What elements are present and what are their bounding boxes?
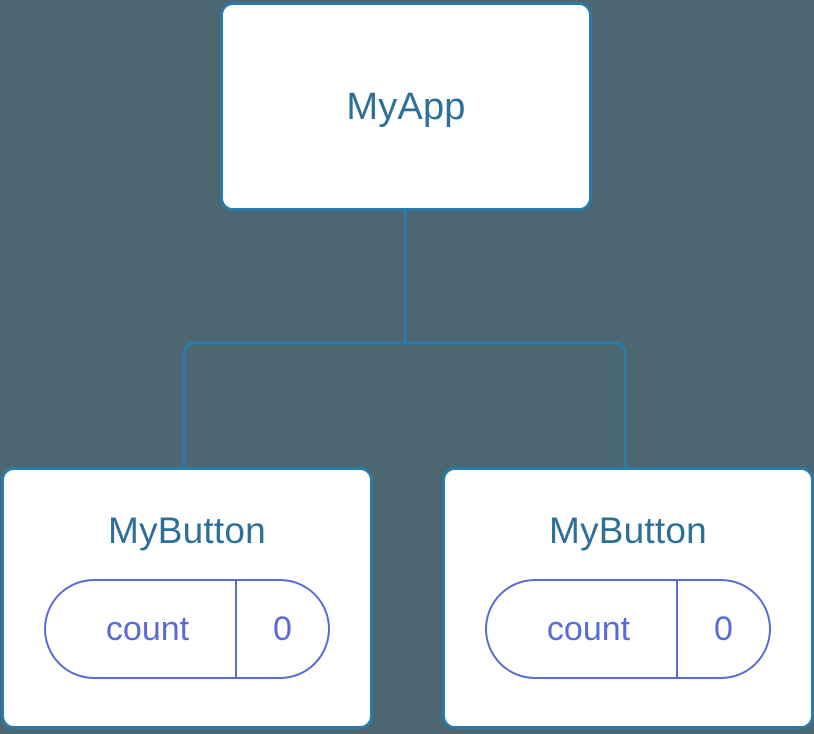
node-title: MyButton	[108, 510, 266, 551]
state-pill[interactable]: count 0	[485, 579, 771, 679]
state-pill-value: 0	[235, 581, 328, 677]
state-pill-value: 0	[676, 581, 769, 677]
tree-node-mybutton-1[interactable]: MyButton count 0	[1, 467, 373, 729]
edge-root-to-child-right	[405, 341, 627, 468]
state-pill-key: count	[105, 610, 190, 648]
tree-node-mybutton-2[interactable]: MyButton count 0	[442, 467, 814, 729]
state-pill[interactable]: count 0	[44, 579, 330, 679]
node-title: MyApp	[346, 85, 466, 128]
edge-root-to-child-left	[182, 341, 406, 468]
tree-node-myapp[interactable]: MyApp	[220, 2, 592, 211]
node-title: MyButton	[549, 510, 707, 551]
state-pill-key: count	[546, 610, 631, 648]
